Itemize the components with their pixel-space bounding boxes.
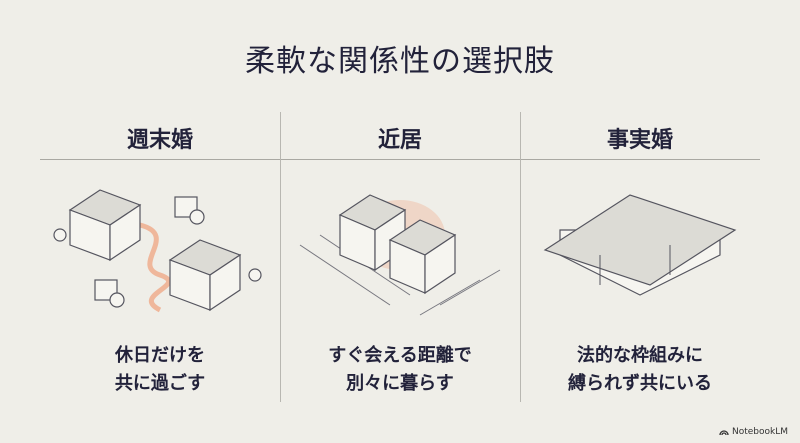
column-divider <box>520 112 521 402</box>
notebooklm-logo: NotebookLM <box>719 427 788 437</box>
description-common-law: 法的な枠組みに 縛られず共にいる <box>520 342 760 398</box>
column-divider <box>280 112 281 402</box>
brand-label: NotebookLM <box>731 427 788 437</box>
column-heading-common-law: 事実婚 <box>606 128 673 153</box>
description-living-nearby: すぐ会える距離で 別々に暮らす <box>280 342 520 398</box>
description-line: 縛られず共にいる <box>568 373 712 394</box>
description-line: 休日だけを <box>115 345 205 366</box>
two-houses-with-calendars-icon <box>53 189 262 313</box>
notebooklm-logo-icon <box>719 430 729 436</box>
neighboring-houses-icon <box>299 194 501 316</box>
shared-house-cutaway-icon <box>543 194 737 296</box>
description-weekend-marriage: 休日だけを 共に過ごす <box>40 342 280 398</box>
column-heading-weekend-marriage: 週末婚 <box>126 128 193 153</box>
column-heading-living-nearby: 近居 <box>377 128 422 153</box>
description-line: 別々に暮らす <box>346 373 454 394</box>
description-line: すぐ会える距離で <box>328 345 472 366</box>
description-line: 法的な枠組みに <box>577 345 703 366</box>
header-divider <box>40 159 760 160</box>
slide-title: 柔軟な関係性の選択肢 <box>245 44 555 79</box>
description-line: 共に過ごす <box>114 373 206 394</box>
